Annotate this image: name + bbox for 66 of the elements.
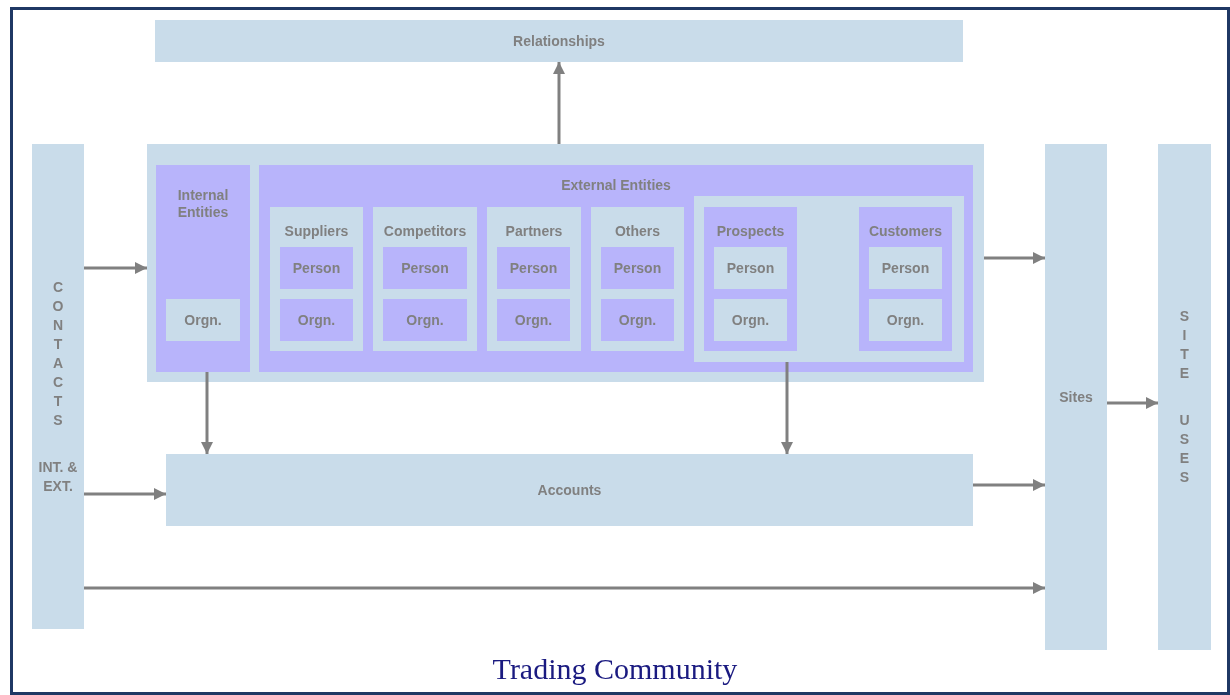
box-label: Person xyxy=(509,259,558,277)
entity-box xyxy=(156,165,250,372)
entity-box xyxy=(280,247,353,289)
box-label: Sites xyxy=(1059,388,1093,406)
entity-box xyxy=(714,299,787,341)
box-label: Orgn. xyxy=(618,311,657,329)
arrow xyxy=(1107,397,1158,409)
entity-box xyxy=(859,207,952,351)
vertical-label: INT. & EXT. xyxy=(38,458,78,496)
arrow xyxy=(84,262,147,274)
arrow xyxy=(553,62,565,144)
box-label: Person xyxy=(726,259,775,277)
arrow xyxy=(984,252,1045,264)
box-label: Orgn. xyxy=(731,311,770,329)
caption: Trading Community xyxy=(491,652,739,686)
entity-box xyxy=(280,299,353,341)
box-title: Internal Entities xyxy=(176,187,230,221)
entity-box xyxy=(714,247,787,289)
entity-box xyxy=(373,207,477,351)
arrow xyxy=(973,479,1045,491)
box-title: Partners xyxy=(505,223,563,240)
entity-box xyxy=(1158,144,1211,650)
box-title: Prospects xyxy=(716,223,785,240)
entity-box xyxy=(32,144,84,629)
entity-box xyxy=(591,207,684,351)
box-label: Orgn. xyxy=(406,311,444,329)
box-title: External Entities xyxy=(561,177,671,194)
arrow xyxy=(781,362,793,454)
entity-box xyxy=(869,247,942,289)
entity-box xyxy=(155,20,963,62)
box-label: Person xyxy=(401,259,449,277)
entity-box xyxy=(694,196,964,362)
box-label: Orgn. xyxy=(184,311,222,329)
box-title: Others xyxy=(614,223,661,240)
entity-box xyxy=(270,207,363,351)
entity-box xyxy=(601,247,674,289)
vertical-label: S I T E xyxy=(1178,307,1191,383)
box-label: Relationships xyxy=(513,32,605,50)
vertical-label: C O N T A C T S xyxy=(52,278,64,430)
box-title: Competitors xyxy=(383,223,467,240)
entity-box xyxy=(497,247,570,289)
box-label: Person xyxy=(292,259,341,277)
entity-box xyxy=(601,299,674,341)
entity-box xyxy=(497,299,570,341)
arrow xyxy=(84,488,166,500)
entity-box xyxy=(704,207,797,351)
box-label: Person xyxy=(613,259,662,277)
entity-box xyxy=(383,247,467,289)
box-title: Suppliers xyxy=(284,223,349,240)
entity-box xyxy=(869,299,942,341)
box-label: Accounts xyxy=(537,481,602,499)
box-label: Orgn. xyxy=(886,311,925,329)
box-label: Orgn. xyxy=(514,311,553,329)
entity-box xyxy=(487,207,581,351)
entity-box xyxy=(166,299,240,341)
arrow xyxy=(201,372,213,454)
entity-box xyxy=(383,299,467,341)
arrow xyxy=(84,582,1045,594)
entity-box xyxy=(147,144,984,382)
entity-box xyxy=(166,454,973,526)
vertical-label: U S E S xyxy=(1178,411,1191,487)
entity-box xyxy=(1045,144,1107,650)
box-title: Customers xyxy=(868,223,943,240)
box-label: Person xyxy=(881,259,930,277)
entity-box xyxy=(259,165,973,372)
box-label: Orgn. xyxy=(297,311,336,329)
